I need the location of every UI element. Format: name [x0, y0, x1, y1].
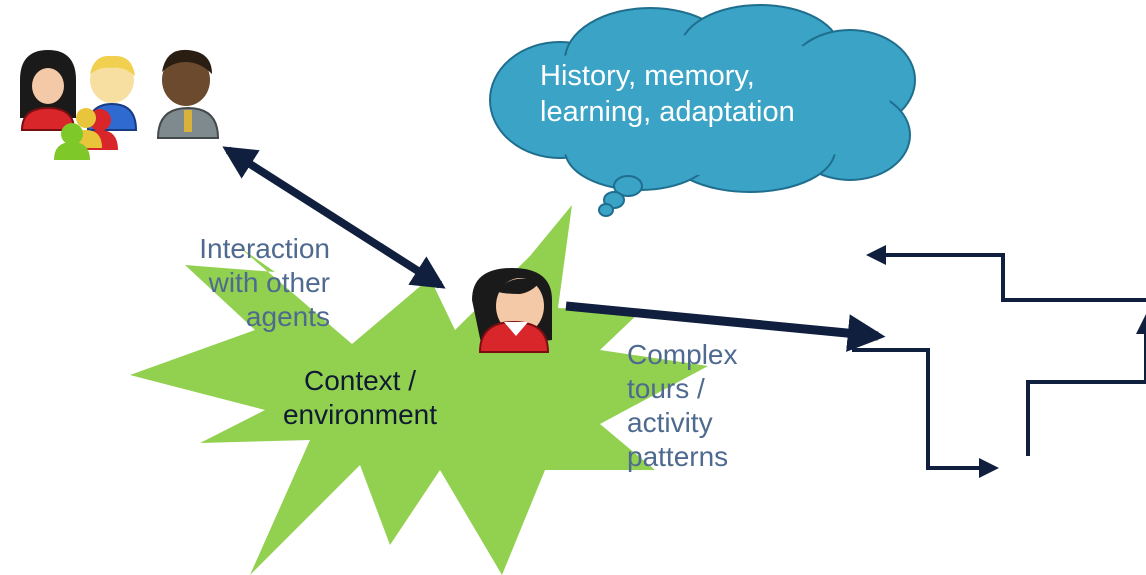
context-starburst [130, 205, 708, 575]
context-label-line-1: Context / [303, 365, 417, 396]
agent-person-icon [472, 268, 552, 353]
thought-cloud-line-1: History, memory, [540, 60, 755, 92]
interaction-label-line-1: Interaction [199, 233, 330, 264]
tours-label-line-1: Complex [627, 339, 738, 370]
people-group-icon [20, 49, 220, 160]
tours-label-line-2: tours / [627, 373, 705, 404]
tours-label-line-3: activity [627, 407, 713, 438]
activity-path-icon [852, 245, 1146, 478]
tours-label: Complex tours / activity patterns [627, 338, 807, 474]
interaction-label-line-2: with other [208, 267, 330, 298]
tour-path-top [866, 245, 1146, 302]
interaction-label: Interaction with other agents [150, 232, 330, 334]
interaction-label-line-3: agents [245, 301, 330, 332]
context-label: Context / environment [230, 364, 490, 432]
thought-cloud [489, 4, 916, 217]
tour-path-bottom [852, 348, 999, 478]
context-label-line-2: environment [282, 399, 438, 430]
tours-label-line-4: patterns [627, 441, 729, 472]
tours-arrow [565, 301, 886, 352]
thought-cloud-text: History, memory, learning, adaptation [540, 58, 880, 130]
tour-path-right [1026, 314, 1146, 456]
interaction-arrow [222, 146, 446, 289]
thought-cloud-line-2: learning, adaptation [540, 96, 795, 128]
